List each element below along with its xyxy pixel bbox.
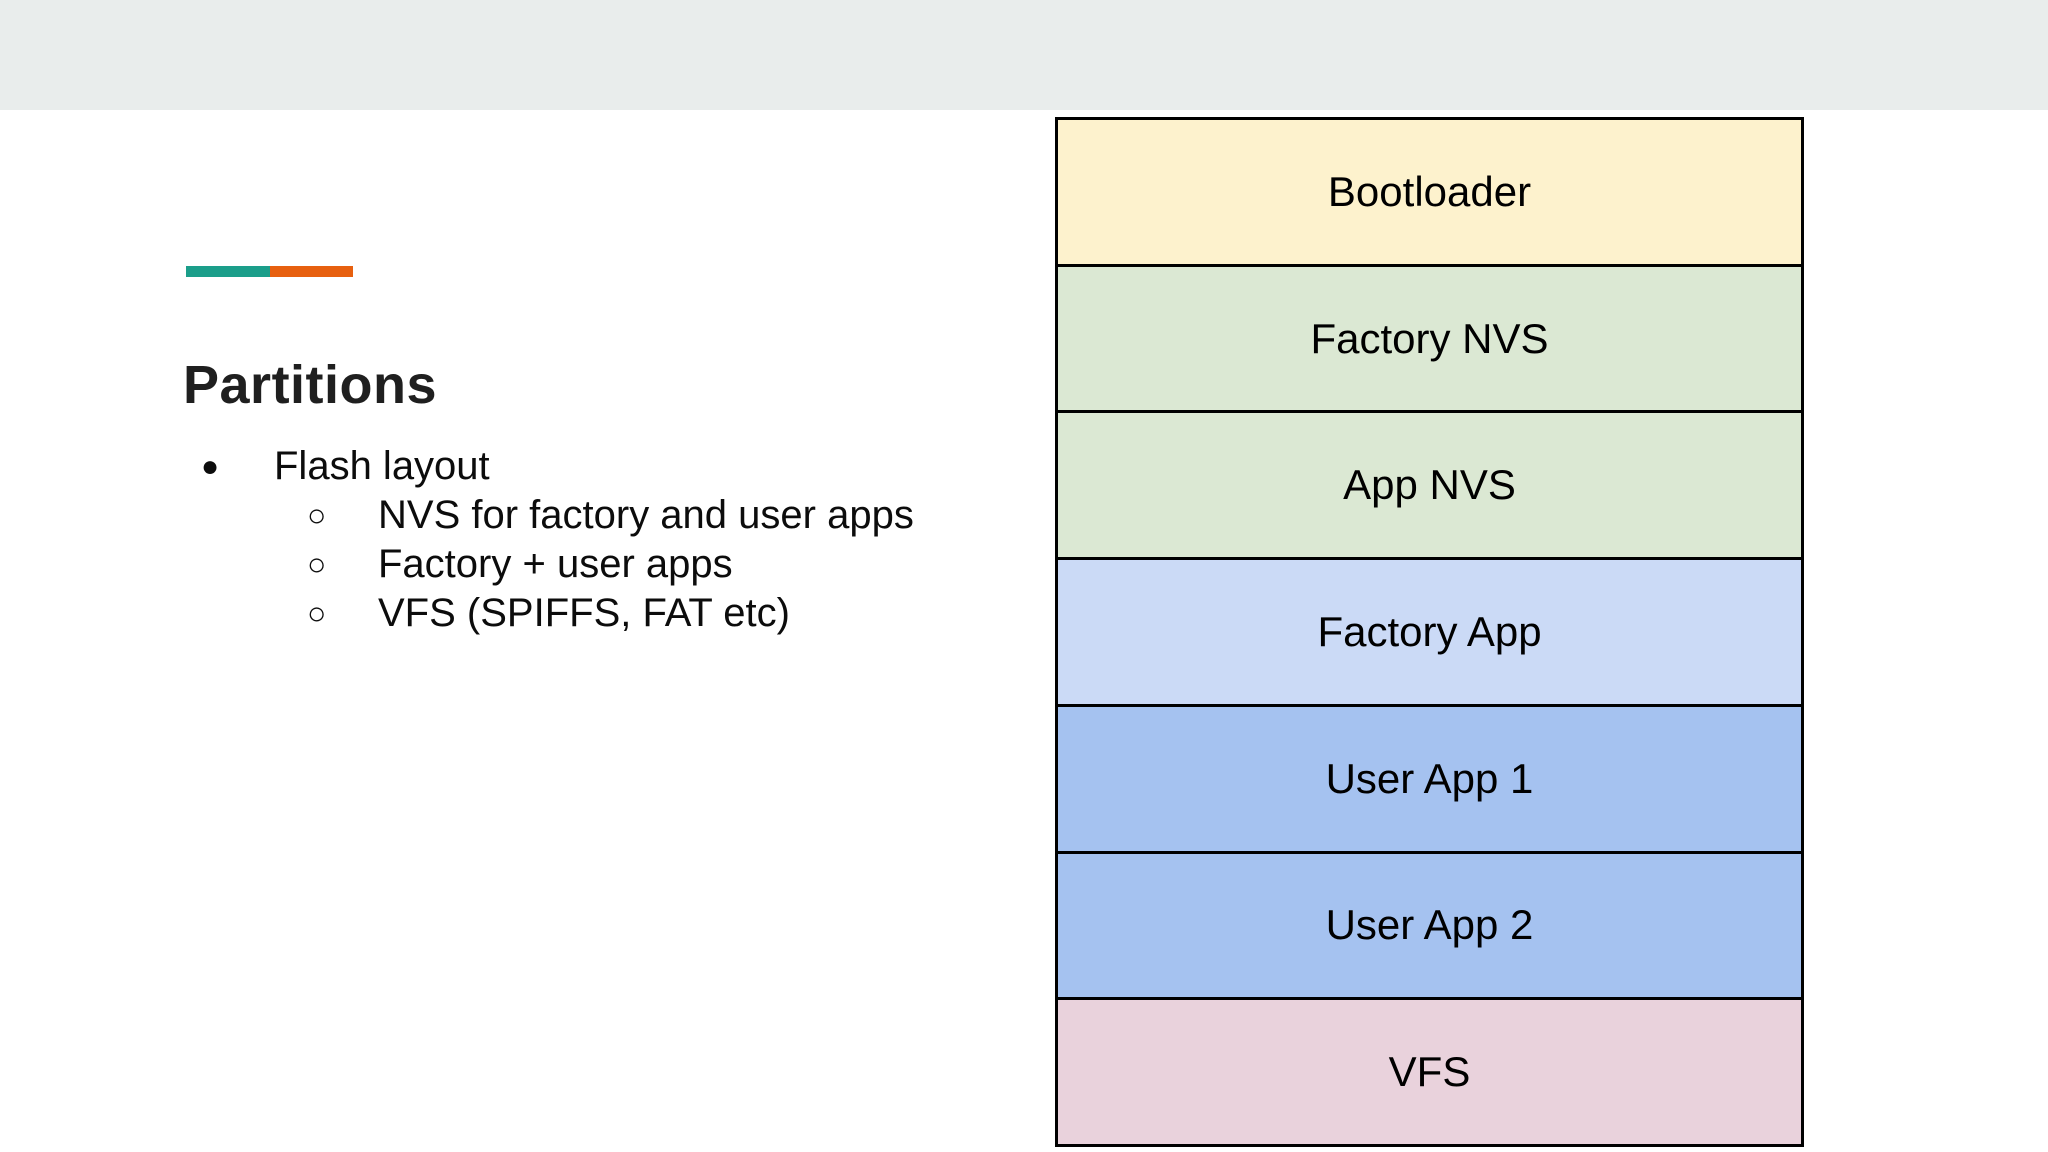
partition-label: Bootloader	[1327, 167, 1532, 215]
circle-bullet-icon: ○	[307, 497, 327, 533]
bullet-list: ● Flash layout ○ NVS for factory and use…	[185, 442, 1005, 638]
list-item-label: Flash layout	[274, 444, 490, 488]
list-item: ● Flash layout	[185, 442, 1005, 491]
flash-partition-diagram: Bootloader Factory NVS App NVS Factory A…	[1055, 117, 1804, 1147]
list-item-label: Factory + user apps	[378, 542, 733, 586]
list-item: ○ Factory + user apps	[185, 540, 1005, 589]
list-item: ○ VFS (SPIFFS, FAT etc)	[185, 589, 1005, 638]
list-item: ○ NVS for factory and user apps	[185, 491, 1005, 540]
partition-label: User App 1	[1325, 754, 1534, 802]
partition-label: App NVS	[1343, 461, 1516, 509]
partition-row-factory-nvs: Factory NVS	[1058, 263, 1801, 411]
list-item-label: VFS (SPIFFS, FAT etc)	[378, 591, 790, 635]
accent-bar-orange-segment	[269, 266, 353, 277]
top-band	[0, 0, 2048, 110]
partition-label: Factory NVS	[1310, 314, 1549, 362]
disc-bullet-icon: ●	[201, 450, 220, 483]
title-accent-bar	[186, 266, 353, 277]
circle-bullet-icon: ○	[307, 595, 327, 631]
page-title: Partitions	[183, 355, 438, 416]
partition-label: VFS	[1388, 1048, 1471, 1096]
partition-row-vfs: VFS	[1058, 997, 1801, 1145]
partition-row-bootloader: Bootloader	[1058, 120, 1801, 264]
partition-label: User App 2	[1325, 901, 1534, 949]
partition-label: Factory App	[1317, 608, 1542, 656]
circle-bullet-icon: ○	[307, 546, 327, 582]
list-item-label: NVS for factory and user apps	[378, 493, 914, 537]
partition-row-app-nvs: App NVS	[1058, 410, 1801, 558]
partition-row-user-app-2: User App 2	[1058, 850, 1801, 998]
partition-row-user-app-1: User App 1	[1058, 703, 1801, 851]
accent-bar-teal-segment	[186, 266, 270, 277]
partition-row-factory-app: Factory App	[1058, 557, 1801, 704]
